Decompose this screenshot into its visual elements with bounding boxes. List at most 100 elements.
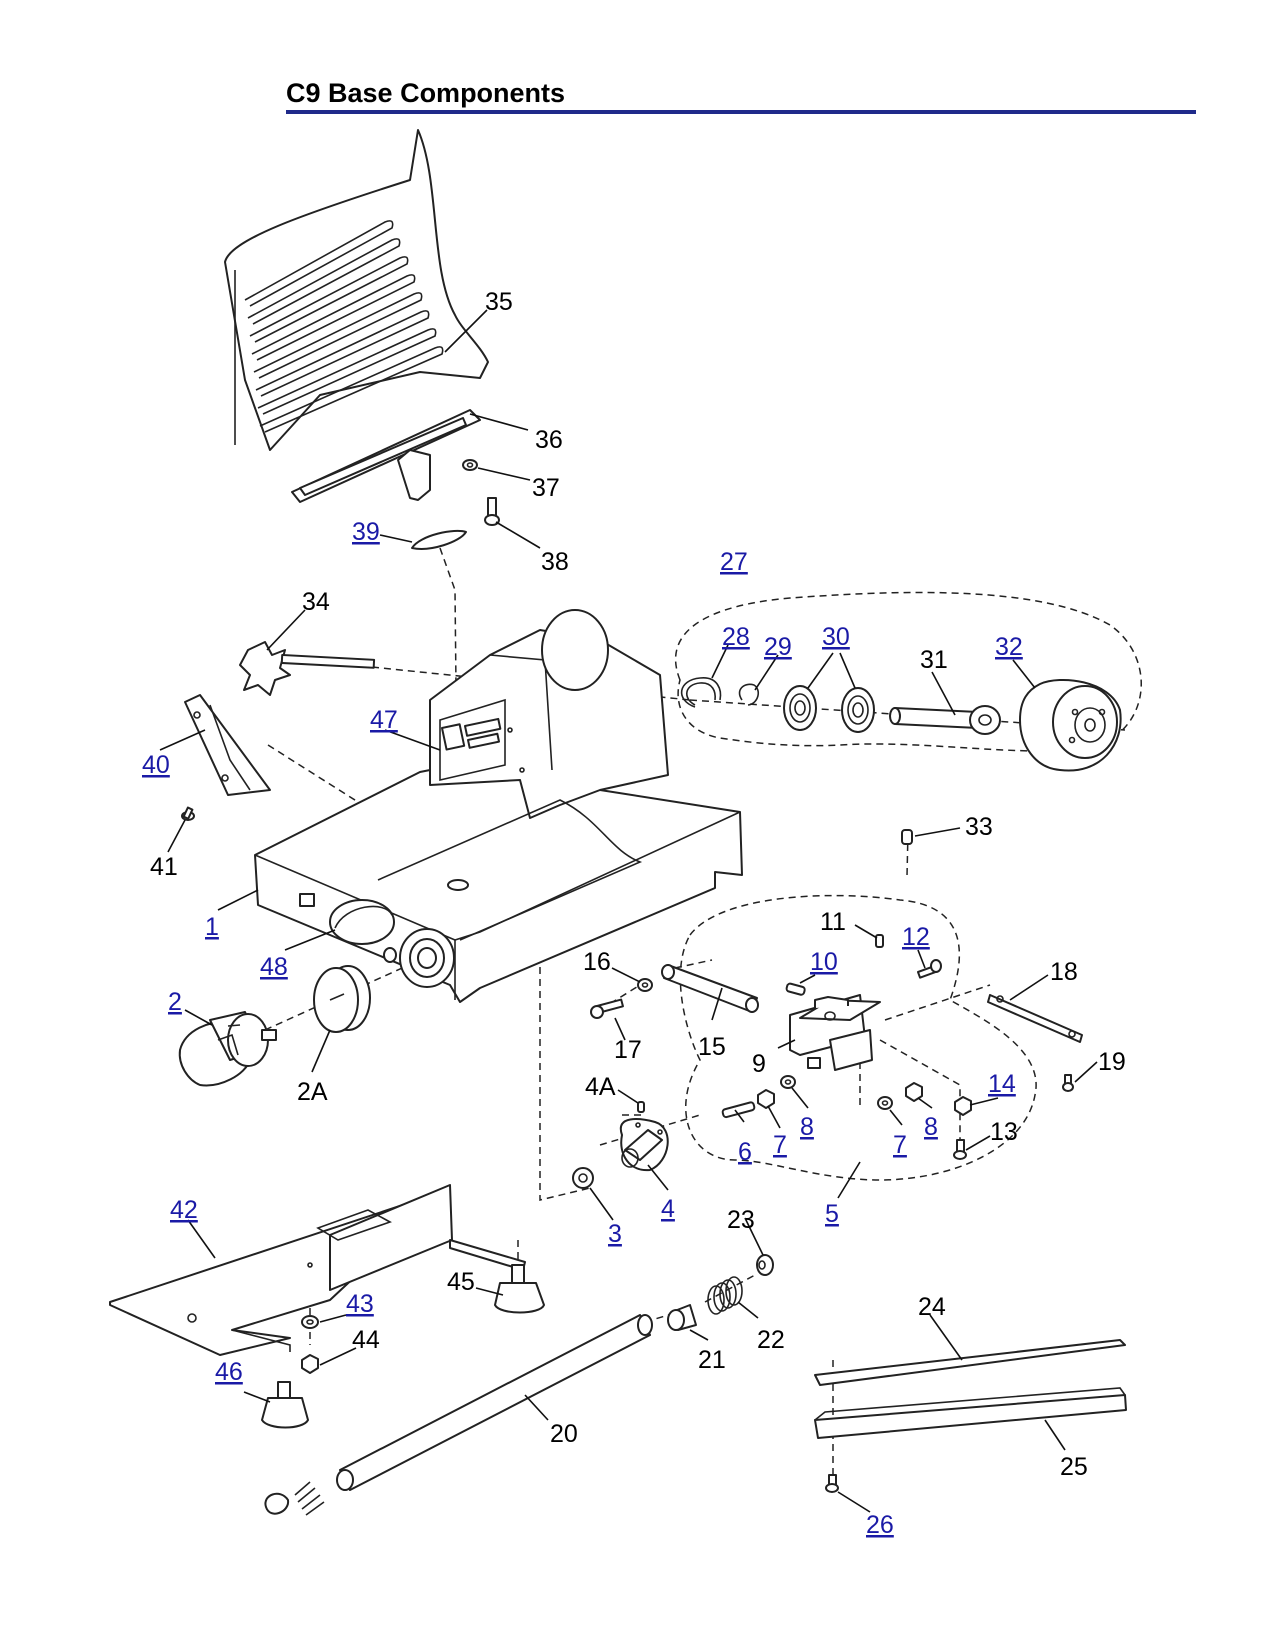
callout-10[interactable]: 10 <box>810 948 838 976</box>
callout-2[interactable]: 2 <box>168 988 182 1016</box>
part-26-screw <box>825 1474 839 1493</box>
callout-15: 15 <box>698 1033 726 1061</box>
leader-21 <box>689 1329 709 1341</box>
callout-1[interactable]: 1 <box>205 913 219 941</box>
callout-26[interactable]: 26 <box>866 1511 894 1539</box>
part-9-block <box>789 994 881 1071</box>
callout-32[interactable]: 32 <box>995 633 1023 661</box>
leader-23 <box>744 1217 764 1256</box>
callout-48[interactable]: 48 <box>260 953 288 981</box>
callout-4A: 4A <box>585 1073 616 1101</box>
part-45-foot <box>494 1264 545 1314</box>
part-41-screw <box>181 806 195 821</box>
leader-40 <box>159 729 206 751</box>
callout-35: 35 <box>485 288 513 316</box>
callout-47[interactable]: 47 <box>370 706 398 734</box>
callout-8a[interactable]: 8 <box>800 1113 814 1141</box>
callout-41: 41 <box>150 853 178 881</box>
callout-24: 24 <box>918 1293 946 1321</box>
part-43-washer <box>301 1315 319 1329</box>
part-42-plate <box>109 1184 526 1356</box>
leader-9 <box>777 1039 796 1049</box>
part-7a-nut <box>757 1089 775 1109</box>
leader-14 <box>969 1097 999 1106</box>
callout-7a[interactable]: 7 <box>773 1131 787 1159</box>
callout-14[interactable]: 14 <box>988 1070 1016 1098</box>
part-35-guard <box>224 129 489 451</box>
leader-25 <box>1044 1419 1066 1451</box>
leader-8a <box>791 1087 809 1109</box>
leader-34 <box>266 609 306 651</box>
callout-20: 20 <box>550 1420 578 1448</box>
callout-36: 36 <box>535 426 563 454</box>
assembly-line-18 <box>884 984 991 1021</box>
callout-6[interactable]: 6 <box>738 1138 752 1166</box>
leader-38 <box>495 521 541 549</box>
part-34-knob <box>239 641 376 696</box>
leader-43 <box>319 1314 347 1323</box>
leader-24 <box>929 1314 963 1361</box>
leader-17 <box>614 1017 626 1041</box>
callout-12[interactable]: 12 <box>902 923 930 951</box>
callout-4[interactable]: 4 <box>661 1195 675 1223</box>
callout-7b[interactable]: 7 <box>893 1131 907 1159</box>
callout-17: 17 <box>614 1036 642 1064</box>
part-7b-washer <box>877 1096 893 1110</box>
part-6-pin <box>721 1101 756 1119</box>
leader-33 <box>914 827 961 837</box>
leader-7b <box>889 1109 903 1126</box>
part-1-base <box>254 609 743 1003</box>
leader-48 <box>284 929 336 951</box>
callout-29[interactable]: 29 <box>764 633 792 661</box>
callout-42[interactable]: 42 <box>170 1196 198 1224</box>
leader-45 <box>475 1287 504 1296</box>
leader-5 <box>837 1161 861 1199</box>
part-24-strip <box>814 1339 1126 1386</box>
leader-37 <box>477 467 531 481</box>
assembly-lines <box>264 547 1142 1482</box>
leader-6 <box>734 1109 745 1123</box>
callout-22: 22 <box>757 1326 785 1354</box>
callout-43[interactable]: 43 <box>346 1290 374 1318</box>
part-32-pulley <box>1019 678 1122 772</box>
leader-12 <box>917 949 926 969</box>
assembly-line-39-down <box>439 547 459 881</box>
assembly-line-14 <box>879 1039 961 1140</box>
callout-13: 13 <box>990 1118 1018 1146</box>
part-33-pin <box>901 829 913 845</box>
part-4A-pin <box>637 1101 645 1113</box>
callout-38: 38 <box>541 548 569 576</box>
callout-39[interactable]: 39 <box>352 518 380 546</box>
part-36-bracket <box>291 409 481 503</box>
part-14-nut <box>954 1096 972 1116</box>
part-25-bar <box>814 1387 1127 1439</box>
part-10-pin <box>785 982 806 996</box>
callout-40[interactable]: 40 <box>142 751 170 779</box>
callout-18: 18 <box>1050 958 1078 986</box>
callout-30[interactable]: 30 <box>822 623 850 651</box>
leader-32 <box>1012 659 1036 689</box>
callout-27[interactable]: 27 <box>720 548 748 576</box>
part-8b-nut <box>905 1082 923 1102</box>
callout-28[interactable]: 28 <box>722 623 750 651</box>
callout-46[interactable]: 46 <box>215 1358 243 1386</box>
leader-41 <box>167 819 186 853</box>
callout-11: 11 <box>820 908 846 936</box>
leader-44 <box>319 1347 357 1366</box>
callout-5[interactable]: 5 <box>825 1200 839 1228</box>
title-rule <box>286 110 1196 114</box>
leader-20 <box>524 1394 549 1421</box>
part-16-washer <box>637 978 653 992</box>
leader-4A <box>617 1089 639 1104</box>
part-37-washer <box>462 459 478 471</box>
callout-37: 37 <box>532 474 560 502</box>
part-11-pin <box>875 934 884 948</box>
callout-23: 23 <box>727 1206 755 1234</box>
callout-8b[interactable]: 8 <box>924 1113 938 1141</box>
part-31-shaft <box>889 705 1001 735</box>
leader-35 <box>444 309 488 353</box>
callout-3[interactable]: 3 <box>608 1220 622 1248</box>
page-title: C9 Base Components <box>286 78 566 108</box>
callout-16: 16 <box>583 948 611 976</box>
